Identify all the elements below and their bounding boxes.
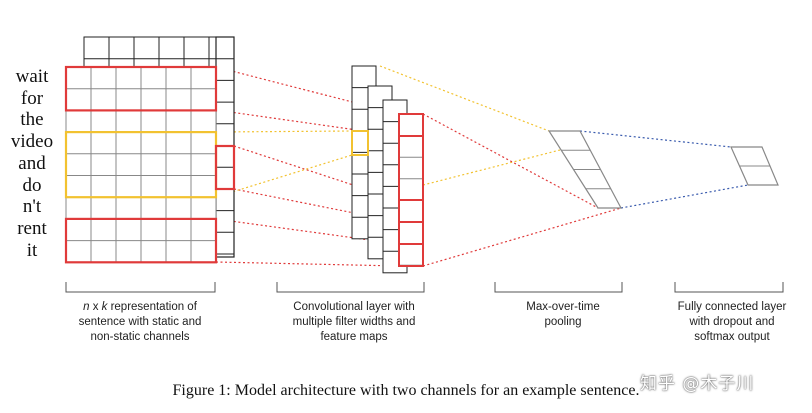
- conn-red-6: [215, 261, 400, 267]
- bracket-2: [276, 282, 425, 293]
- stage-brackets: [65, 282, 784, 293]
- feature-map-4-outline: [398, 113, 424, 267]
- pooling-label: Max-over-time pooling: [478, 300, 648, 330]
- feature-map-highlight-yellow: [351, 130, 369, 156]
- max-pooling-layer: [547, 130, 622, 209]
- word-4: and: [18, 152, 46, 174]
- word-6: n't: [22, 196, 42, 218]
- pooling-cells: [547, 130, 622, 209]
- word-5: do: [22, 174, 42, 196]
- bracket-4: [674, 282, 784, 293]
- conn-yellow-1: [215, 130, 353, 133]
- word-7: rent: [17, 217, 47, 239]
- bracket-1: [65, 282, 216, 293]
- connection-lines: [215, 65, 749, 267]
- conn-red-8: [422, 207, 622, 267]
- word-3: video: [10, 131, 54, 153]
- pooling-label-line-1: pooling: [544, 316, 582, 328]
- fc-cells: [730, 146, 779, 186]
- fc-layer-label: Fully connected layer with dropout and sof…: [662, 300, 802, 345]
- sentence-matrix-front-channel: [64, 65, 236, 264]
- sentence-matrix-label-line-1: sentence with static and: [78, 316, 202, 328]
- fully-connected-layer: [730, 146, 779, 186]
- conv-layer-label-line-0: Convolutional layer with: [293, 301, 415, 313]
- bracket-3: [494, 282, 623, 293]
- filter-region-red-top: [64, 65, 218, 112]
- conn-blue-1: [579, 130, 732, 148]
- conn-yellow-3: [379, 65, 550, 132]
- conn-yellow-4: [422, 149, 561, 186]
- word-1: for: [20, 87, 44, 109]
- fc-layer-label-line-0: Fully connected layer: [677, 301, 787, 313]
- filter-region-red-bottom: [64, 217, 218, 264]
- conn-red-7: [422, 113, 599, 209]
- word-0: wait: [15, 66, 49, 87]
- sentence-matrix-label-line-0: n x k representation of: [83, 301, 197, 313]
- conv-layer-label-line-1: multiple filter widths and: [292, 316, 416, 328]
- sentence-matrix-label-line-2: non-static channels: [90, 331, 190, 343]
- word-8: it: [26, 239, 38, 261]
- conn-blue-2: [620, 184, 749, 209]
- pooling-label-line-0: Max-over-time: [526, 301, 600, 313]
- back-channel-filter-region: [214, 144, 236, 191]
- fc-layer-label-line-2: softmax output: [694, 331, 770, 343]
- feature-maps: [351, 65, 424, 274]
- figure-caption: Figure 1: Model architecture with two ch…: [172, 382, 640, 399]
- sentence-matrix-label: n x k representation of sentence with sta…: [54, 300, 226, 345]
- conn-yellow-2: [215, 154, 353, 198]
- watermark: 知乎 @木子川: [640, 374, 755, 394]
- word-2: the: [20, 109, 44, 131]
- front-channel-grid: [65, 66, 217, 263]
- fc-layer-label-line-1: with dropout and: [689, 316, 775, 328]
- conv-layer-label-line-2: feature maps: [320, 331, 388, 343]
- conv-layer-label: Convolutional layer with multiple filter …: [268, 300, 440, 345]
